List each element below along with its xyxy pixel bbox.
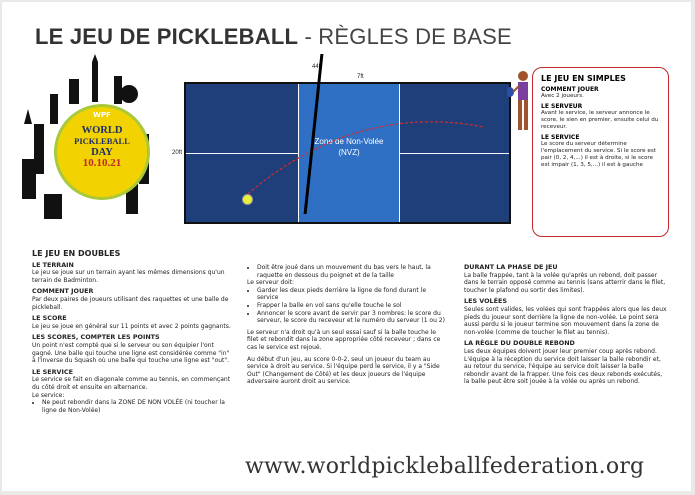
terrain-title: LE TERRAIN: [32, 260, 74, 269]
footer-url[interactable]: www.worldpickleballfederation.org: [245, 454, 645, 479]
service-bullet: Ne peut rebondir dans la ZONE DE NON VOL…: [42, 399, 232, 414]
world-pickleball-day-logo: WPF WORLD PICKLEBALL DAY 10.10.21: [14, 54, 159, 244]
title-main: LE JEU DE PICKLEBALL: [35, 24, 299, 49]
server-must-bullet: Garder les deux pieds derrière la ligne …: [257, 287, 447, 302]
play-phase-column: DURANT LA PHASE DE JEU La balle frappée,…: [464, 263, 669, 386]
volley-title: LES VOLÉES: [464, 297, 507, 306]
rules-sheet: LE JEU DE PICKLEBALL - RÈGLES DE BASE WP…: [2, 2, 691, 491]
court: Zone de Non-Volée (NVZ): [184, 82, 511, 224]
nvz-width-label: 7ft: [357, 74, 364, 80]
score-title: LE SCORE: [32, 314, 67, 323]
player-icon: [507, 71, 528, 130]
logo-abbr: WPF: [93, 111, 111, 119]
singles-section-text: Avant le service, le serveur annonce le …: [541, 110, 659, 130]
nvz-label-line2: (NVZ): [338, 148, 360, 157]
doubles-heading: LE JEU EN DOUBLES: [32, 249, 121, 258]
server-must-bullet: Annoncer le score avant de servir par 3 …: [257, 310, 447, 325]
phase-text: La balle frappée, tant à la volée qu'apr…: [464, 271, 666, 294]
ball-trajectory: [243, 121, 485, 198]
service-title: LE SERVICE: [32, 367, 73, 376]
points-text: Un point n'est compté que si le serveur …: [32, 341, 230, 365]
court-width-label: 44ft: [312, 64, 323, 70]
page-title: LE JEU DE PICKLEBALL - RÈGLES DE BASE: [35, 24, 512, 50]
phase-title: DURANT LA PHASE DE JEU: [464, 263, 558, 271]
singles-section-text: Le score du serveur détermine l'emplacem…: [541, 141, 656, 168]
logo-line2: PICKLEBALL: [74, 136, 130, 146]
logo-date: 10.10.21: [82, 157, 122, 169]
logo-line1: WORLD: [81, 125, 123, 136]
doubles-column: LE JEU EN DOUBLES LE TERRAIN Le jeu se j…: [32, 250, 232, 414]
title-sub: RÈGLES DE BASE: [318, 24, 512, 49]
singles-section-title: LE SERVEUR: [541, 103, 583, 110]
points-title: LES SCORES, COMPTER LES POINTS: [32, 333, 160, 342]
volley-text: Seules sont valides, les volées qui sont…: [464, 305, 667, 336]
server-must-bullet: Frapper la balle en vol sans qu'elle tou…: [257, 302, 447, 310]
service-bullets: Ne peut rebondir dans la ZONE DE NON VOL…: [32, 399, 232, 414]
service-column: Doit être joué dans un mouvement du bas …: [247, 264, 447, 386]
nvz-label-line1: Zone de Non-Volée: [314, 137, 384, 146]
service-top-bullets: Doit être joué dans un mouvement du bas …: [247, 264, 447, 279]
logo-badge: WPF WORLD PICKLEBALL DAY 10.10.21: [54, 104, 150, 200]
rebound-text: Les deux équipes doivent jouer leur prem…: [464, 347, 663, 386]
play-title: COMMENT JOUER: [32, 287, 94, 296]
court-diagram: 44ft 7ft 20ft Zone de Non-Volée (NVZ): [152, 54, 547, 237]
nvz-label: Zone de Non-Volée (NVZ): [299, 136, 399, 158]
logo-line3: DAY: [91, 147, 113, 158]
server-must-bullets: Garder les deux pieds derrière la ligne …: [247, 287, 447, 325]
title-separator: -: [298, 24, 319, 49]
singles-section-title: COMMENT JOUER: [541, 86, 599, 93]
server-must-label: Le serveur doit:: [247, 279, 295, 287]
service-top-bullet: Doit être joué dans un mouvement du bas …: [257, 264, 447, 279]
singles-section-title: LE SERVICE: [541, 134, 580, 141]
service-para-1: Le serveur n'a droit qu'à un seul essai …: [247, 328, 441, 351]
singles-section-text: Avec 2 joueurs.: [541, 93, 584, 99]
service-label: Le service:: [32, 391, 65, 399]
singles-rules-box: LE JEU EN SIMPLES COMMENT JOUER Avec 2 j…: [532, 67, 669, 237]
court-height-label: 20ft: [172, 150, 183, 156]
play-text: Par deux paires de joueurs utilisant des…: [32, 295, 229, 311]
score-text: Le jeu se joue en général sur 11 points …: [32, 322, 231, 330]
service-text: Le service se fait en diagonale comme au…: [32, 376, 231, 391]
ball-icon: [242, 194, 253, 205]
terrain-text: Le jeu se joue sur un terrain ayant les …: [32, 269, 225, 284]
logo-text: WORLD PICKLEBALL DAY 10.10.21: [57, 125, 147, 169]
service-para-2: Au début d'un jeu, au score 0-0-2, seul …: [247, 355, 440, 386]
rebound-title: LA RÈGLE DU DOUBLE REBOND: [464, 339, 575, 348]
singles-heading: LE JEU EN SIMPLES: [541, 74, 626, 83]
